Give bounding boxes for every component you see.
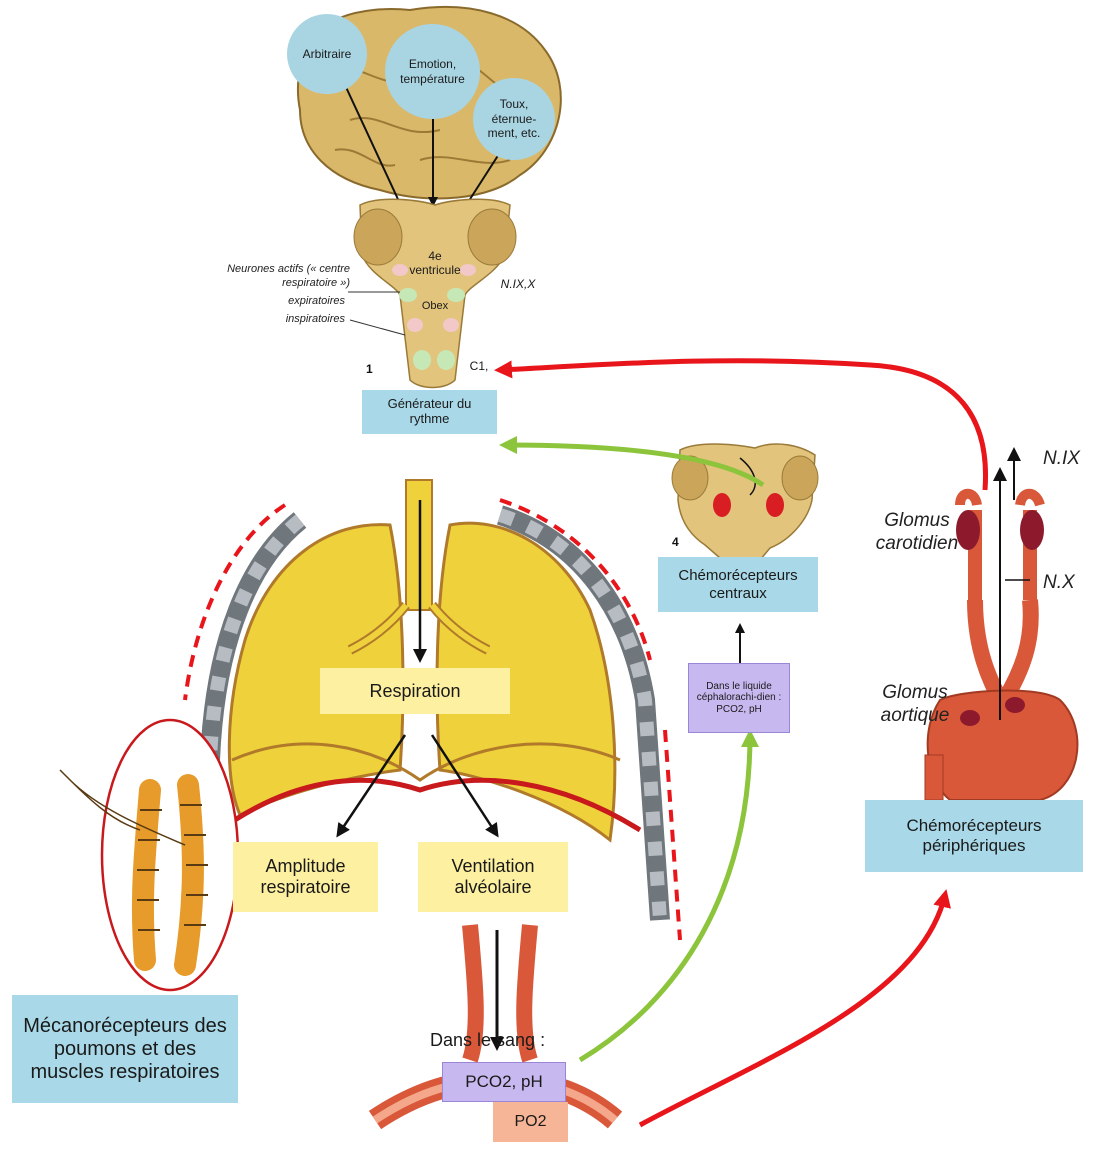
amplitude-box: Amplitude respiratoire (233, 842, 378, 912)
emotion-label: Emotion, température (393, 57, 473, 86)
reflex-label: Toux, éternue-ment, etc. (483, 97, 545, 140)
obex-label: Obex (415, 300, 455, 313)
nix-label: N.IX (1043, 448, 1093, 471)
po2-label: PO2 (514, 1113, 546, 1131)
nerves-label: N.IX,X (488, 278, 548, 292)
emotion-circle: Emotion, température (385, 24, 480, 119)
mechanoreceptors-box: Mécanorécepteurs des poumons et des musc… (12, 995, 238, 1103)
red-arrow-to-peripheral (640, 895, 945, 1125)
neurons-title: Neurones actifs (« centre respiratoire »… (200, 263, 350, 291)
blood-label: Dans le sang : (430, 1030, 590, 1051)
expiratory-label: expiratoires (240, 295, 345, 309)
c1-label: C1, (464, 360, 494, 374)
inspiratory-label: inspiratoires (240, 313, 345, 327)
respiration-label: Respiration (369, 681, 460, 702)
pco2-ph-label: PCO2, pH (465, 1072, 542, 1092)
po2-box: PO2 (493, 1102, 568, 1142)
voluntary-circle: Arbitraire (287, 14, 367, 94)
csf-label: Dans le liquide céphalorachi-dien : PCO2… (695, 681, 783, 716)
peripheral-chemo-label: Chémorécepteurs périphériques (884, 816, 1064, 855)
central-brainstem-illustration (672, 444, 818, 563)
pco2-ph-box: PCO2, pH (442, 1062, 566, 1102)
rhythm-generator-label: Générateur du rythme (385, 397, 475, 427)
central-chemo-label: Chémorécepteurs centraux (671, 567, 806, 602)
central-chemo-box: Chémorécepteurs centraux (658, 557, 818, 612)
csf-box: Dans le liquide céphalorachi-dien : PCO2… (688, 663, 790, 733)
reflex-circle: Toux, éternue-ment, etc. (473, 78, 555, 160)
nx-label: N.X (1043, 572, 1093, 595)
muscle-fibers-illustration (60, 720, 238, 990)
respiration-box: Respiration (320, 668, 510, 714)
glomus-aortic-label: Glomus aortique (870, 682, 960, 728)
ventilation-box: Ventilation alvéolaire (418, 842, 568, 912)
ventilation-label: Ventilation alvéolaire (433, 856, 553, 897)
mechanoreceptors-label: Mécanorécepteurs des poumons et des musc… (18, 1015, 233, 1084)
rhythm-generator-box: Générateur du rythme (362, 390, 497, 434)
ventricle-label: 4e ventricule (405, 250, 465, 278)
central-number: 4 (672, 535, 679, 549)
amplitude-label: Amplitude respiratoire (246, 856, 366, 897)
glomus-carotid-label: Glomus carotidien (862, 510, 972, 556)
brainstem-number: 1 (366, 362, 373, 376)
peripheral-chemo-box: Chémorécepteurs périphériques (865, 800, 1083, 872)
voluntary-label: Arbitraire (303, 47, 352, 61)
